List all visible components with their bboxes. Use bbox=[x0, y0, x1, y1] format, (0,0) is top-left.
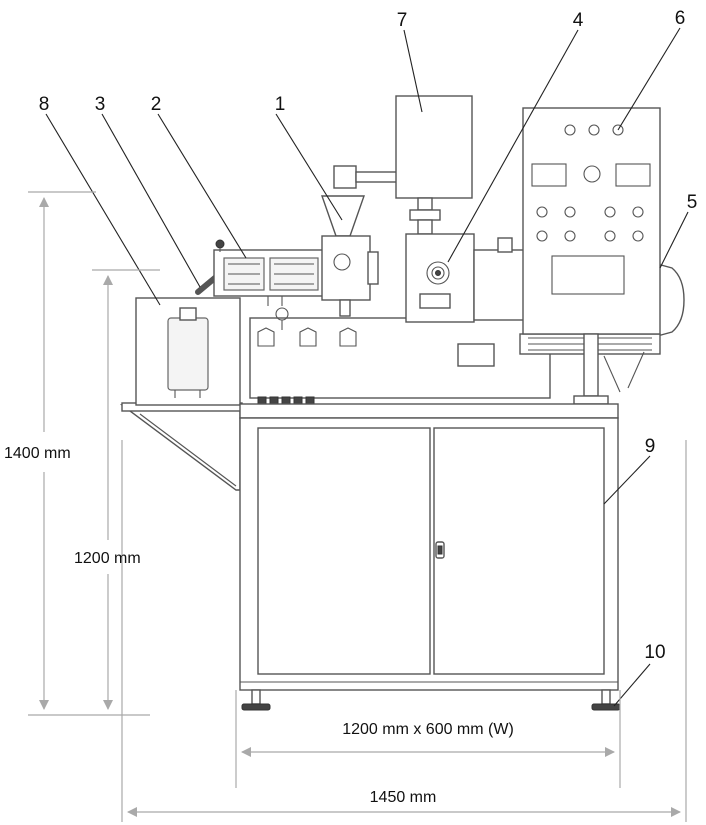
callout-3: 3 bbox=[95, 94, 106, 115]
callout-4: 4 bbox=[573, 10, 584, 31]
dimension-labels: 1400 mm 1200 mm 1200 mm x 600 mm (W) 145… bbox=[4, 445, 514, 806]
machine-body bbox=[249, 317, 551, 406]
extruder-barrel bbox=[213, 239, 325, 330]
callout-labels: 1 2 3 4 5 6 7 8 9 10 bbox=[39, 8, 698, 663]
callout-10: 10 bbox=[644, 642, 665, 663]
callout-1: 1 bbox=[275, 94, 286, 115]
hook-clips bbox=[257, 327, 357, 347]
callout-leaders bbox=[45, 27, 689, 707]
panel-support bbox=[573, 333, 609, 405]
callout-2: 2 bbox=[151, 94, 162, 115]
machine-drawing bbox=[119, 95, 685, 711]
callout-9: 9 bbox=[645, 436, 656, 457]
callout-8: 8 bbox=[39, 94, 50, 115]
gearbox bbox=[405, 233, 525, 323]
feed-hopper bbox=[321, 195, 379, 317]
callout-5: 5 bbox=[687, 192, 698, 213]
callout-6: 6 bbox=[675, 8, 686, 29]
callout-7: 7 bbox=[397, 10, 408, 31]
dim-table-size: 1200 mm x 600 mm (W) bbox=[342, 721, 514, 738]
adjustable-feet bbox=[241, 689, 621, 711]
dim-total-width: 1450 mm bbox=[370, 789, 437, 806]
dim-table-height: 1200 mm bbox=[74, 550, 141, 567]
side-shelf bbox=[119, 402, 243, 491]
cabinet bbox=[239, 403, 619, 691]
drive-box bbox=[395, 95, 473, 235]
feed-connector bbox=[333, 165, 399, 189]
side-controller-box bbox=[135, 297, 241, 406]
control-panel bbox=[522, 107, 661, 335]
dim-total-height: 1400 mm bbox=[4, 445, 71, 462]
dimension-lines bbox=[28, 191, 687, 822]
